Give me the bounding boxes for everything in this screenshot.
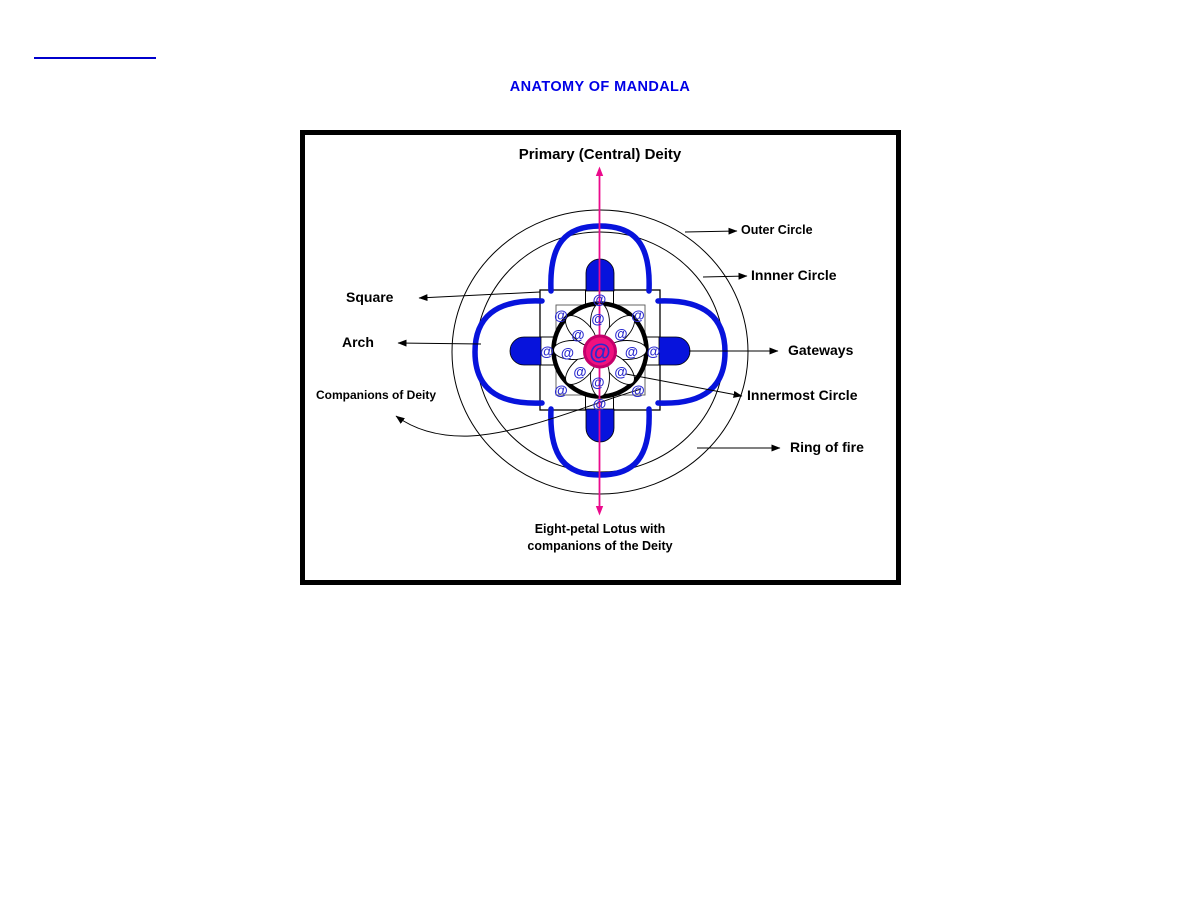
label-innermost-circle: Innermost Circle	[747, 387, 858, 403]
diagram-caption: Eight-petal Lotus with companions of the…	[527, 521, 672, 555]
leader-innermost-circle	[625, 373, 743, 398]
corner-deity-symbol: @	[554, 307, 568, 323]
deity-symbols: @ @ @ @ @ @ @ @ @ @ @ @ @ @ @ @ @	[540, 291, 660, 412]
diagram-frame: @ @ @ @ @ @ @ @ @ @ @ @ @ @ @ @ @	[300, 130, 901, 585]
leader-arch	[397, 339, 482, 347]
page-title: ANATOMY OF MANDALA	[509, 79, 691, 95]
petal-deity-symbol: @	[591, 375, 604, 390]
petal-deity-symbol: @	[614, 365, 627, 380]
central-deity-circle	[583, 334, 617, 369]
gateway-right	[658, 336, 691, 366]
label-square: Square	[346, 289, 394, 305]
gate-deity-symbol: @	[540, 343, 554, 359]
petal-deity-symbol: @	[573, 365, 586, 380]
mandala-diagram: @ @ @ @ @ @ @ @ @ @ @ @ @ @ @ @ @	[395, 166, 781, 516]
leader-lines	[395, 227, 781, 452]
petal-deity-symbol: @	[561, 346, 574, 361]
caption-line-1: Eight-petal Lotus with	[534, 522, 666, 536]
gate-deity-symbol: @	[593, 291, 607, 307]
leader-square	[418, 291, 541, 302]
corner-deity-symbol: @	[631, 382, 645, 398]
label-inner-circle: Innner Circle	[751, 267, 837, 283]
corner-deity-symbol: @	[554, 382, 568, 398]
central-deity-symbol: @	[589, 340, 610, 365]
label-primary-deity: Primary (Central) Deity	[518, 146, 682, 163]
petal-deity-symbol: @	[625, 345, 638, 360]
gate-deity-symbol: @	[647, 343, 661, 359]
petal-deity-symbol: @	[591, 312, 604, 327]
label-outer-circle: Outer Circle	[741, 223, 813, 237]
gate-deity-symbol: @	[593, 396, 607, 412]
label-gateways: Gateways	[788, 342, 854, 358]
arch-left	[472, 298, 545, 406]
leader-inner-circle	[702, 272, 748, 280]
horizontal-rule	[34, 57, 156, 59]
leader-companions	[395, 388, 642, 437]
label-companions: Companions of Deity	[316, 388, 437, 402]
leader-outer-circle	[684, 227, 738, 235]
caption-line-2: companions of the Deity	[527, 539, 673, 553]
petal-deity-symbol: @	[571, 328, 584, 343]
label-arch: Arch	[342, 334, 374, 350]
corner-deity-symbol: @	[631, 307, 645, 323]
label-ring-of-fire: Ring of fire	[790, 439, 864, 455]
gateway-left	[509, 336, 542, 366]
petal-deity-symbol: @	[614, 327, 627, 342]
arch-right	[655, 298, 728, 406]
